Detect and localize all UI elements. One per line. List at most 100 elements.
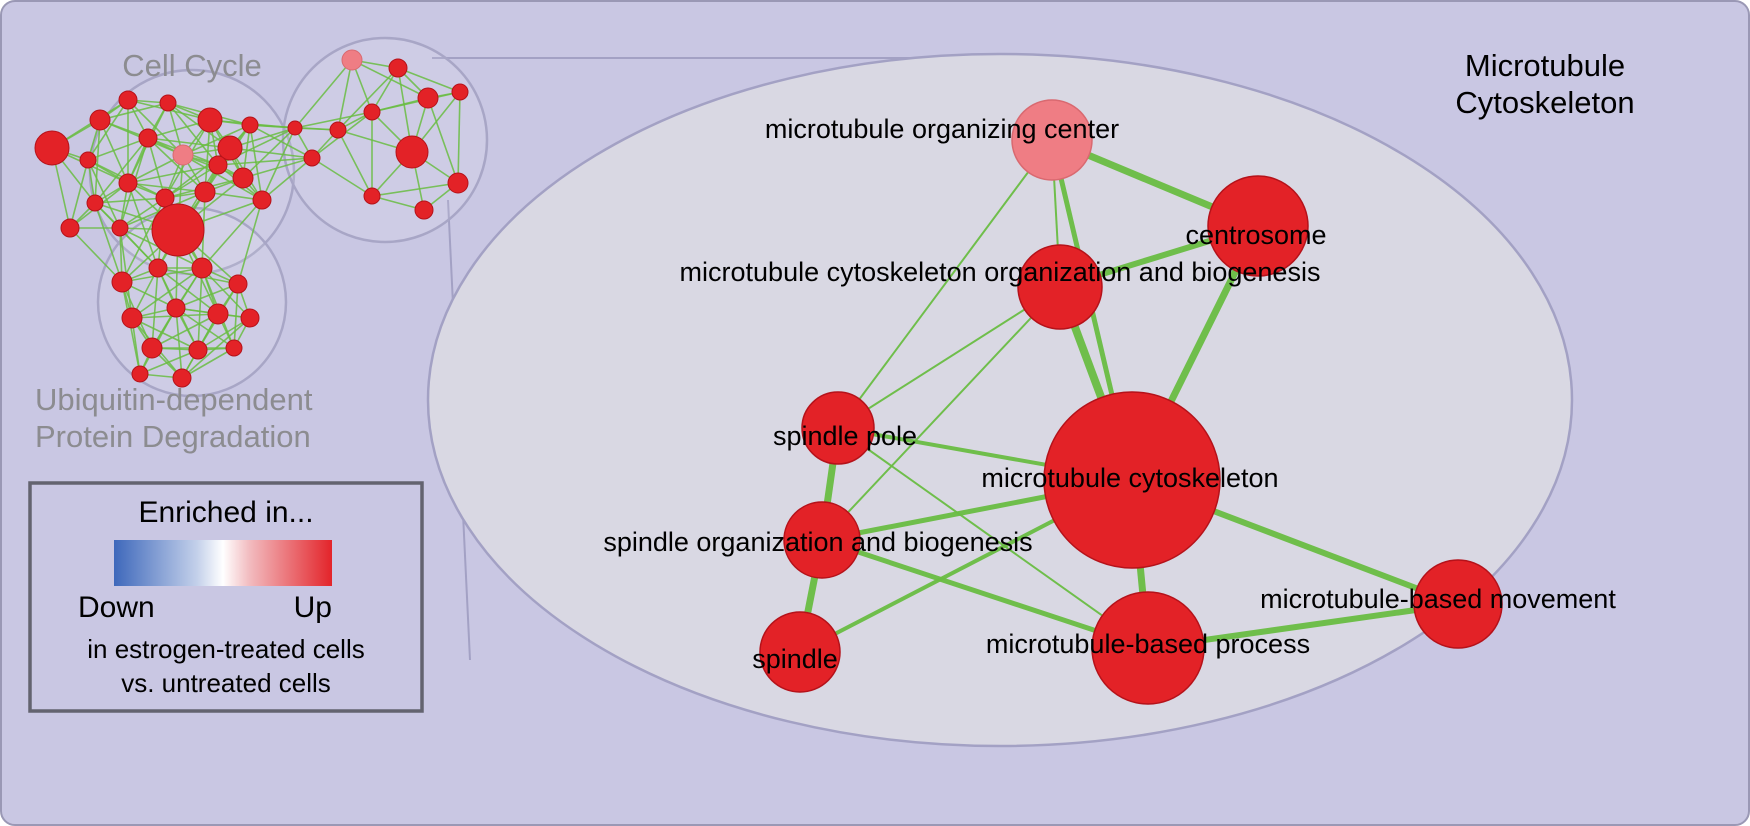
mini-node[interactable]: [363, 103, 381, 121]
ubiquitin-cluster-label-line1: Ubiquitin-dependent: [35, 382, 313, 417]
mini-node[interactable]: [34, 130, 70, 166]
mini-node[interactable]: [388, 58, 408, 78]
mini-edge: [397, 67, 461, 93]
legend-subtitle-line1: in estrogen-treated cells: [87, 634, 364, 664]
mini-edge: [69, 159, 89, 229]
mini-node[interactable]: [118, 90, 138, 110]
mini-node[interactable]: [341, 49, 363, 71]
mini-edge: [351, 59, 429, 99]
mini-node[interactable]: [148, 258, 168, 278]
node-spindle[interactable]: [759, 611, 841, 693]
mini-node[interactable]: [225, 339, 243, 357]
mini-edge: [261, 157, 313, 201]
mini-edge: [201, 199, 263, 269]
node-centrosome[interactable]: [1207, 175, 1309, 277]
mini-node[interactable]: [155, 188, 175, 208]
mini-edge: [151, 267, 159, 349]
legend-down-label: Down: [78, 591, 155, 624]
mini-node[interactable]: [252, 190, 272, 210]
mini-node[interactable]: [138, 128, 158, 148]
node-mt_process[interactable]: [1091, 591, 1205, 705]
mini-edge: [87, 159, 121, 229]
mini-node[interactable]: [241, 116, 259, 134]
mini-node[interactable]: [303, 149, 321, 167]
mini-node[interactable]: [287, 120, 303, 136]
mini-edge: [229, 147, 313, 159]
legend-box: [28, 481, 424, 713]
mini-node[interactable]: [228, 274, 248, 294]
mini-edge: [175, 307, 183, 379]
mini-node[interactable]: [159, 94, 177, 112]
node-mt_cyto[interactable]: [1043, 391, 1221, 569]
legend: Enriched in... Down Up in estrogen-treat…: [28, 481, 424, 713]
mini-node[interactable]: [79, 151, 97, 169]
mini-node[interactable]: [121, 307, 143, 329]
mini-node[interactable]: [417, 87, 439, 109]
mini-node[interactable]: [151, 203, 205, 257]
microtubule-title-line1: Microtubule: [1465, 48, 1625, 83]
node-label-spindle_org: spindle organization and biogenesis: [603, 527, 1032, 557]
mini-node[interactable]: [208, 155, 228, 175]
node-spindle_org[interactable]: [783, 501, 861, 579]
mini-edge: [197, 267, 203, 351]
mini-edge: [147, 137, 206, 193]
mini-edge: [175, 283, 239, 309]
mini-edge: [242, 127, 296, 179]
mini-edge: [131, 317, 199, 351]
main-network-labels: microtubule organizing centercentrosomem…: [603, 114, 1616, 674]
mini-edge: [69, 227, 123, 283]
mini-edge: [127, 164, 219, 184]
mini-node[interactable]: [447, 172, 469, 194]
mini-node[interactable]: [89, 109, 111, 131]
mini-node[interactable]: [111, 271, 133, 293]
mini-node[interactable]: [240, 308, 260, 328]
microtubule-title-line2: Cytoskeleton: [1455, 85, 1634, 120]
mini-node[interactable]: [141, 337, 163, 359]
mini-edge: [237, 199, 263, 285]
mini-node[interactable]: [188, 340, 208, 360]
mini-edge: [201, 267, 251, 319]
mini-node[interactable]: [451, 83, 469, 101]
mini-edge: [311, 157, 373, 197]
mini-edge: [294, 111, 373, 129]
mini-edge: [167, 102, 219, 166]
edge-mt_org-spindle_org: [821, 286, 1061, 541]
node-spindle_pole[interactable]: [801, 391, 875, 465]
mini-node[interactable]: [172, 368, 192, 388]
mini-node[interactable]: [395, 135, 429, 169]
edge-spindle_org-mt_process: [821, 537, 1149, 651]
mini-edge: [217, 157, 313, 166]
mini-edge: [94, 202, 123, 283]
edge-spindle_pole-mt_process: [837, 427, 1149, 649]
mini-edge: [371, 91, 461, 113]
mini-node[interactable]: [191, 257, 213, 279]
mini-node[interactable]: [363, 187, 381, 205]
mini-edge: [337, 67, 399, 131]
mini-node[interactable]: [172, 144, 194, 166]
mini-edge: [87, 99, 129, 161]
mini-node[interactable]: [329, 121, 347, 139]
mini-node[interactable]: [86, 194, 104, 212]
mini-node[interactable]: [207, 303, 229, 325]
mini-node[interactable]: [60, 218, 80, 238]
node-mt_movement[interactable]: [1413, 559, 1503, 649]
mini-node[interactable]: [232, 167, 254, 189]
node-label-spindle: spindle: [752, 644, 838, 674]
node-mt_org[interactable]: [1017, 244, 1103, 330]
mini-node[interactable]: [118, 173, 138, 193]
legend-up-label: Up: [294, 591, 332, 624]
mini-node[interactable]: [166, 298, 186, 318]
mini-node[interactable]: [197, 107, 223, 133]
mini-edge: [182, 154, 263, 201]
mini-node[interactable]: [217, 135, 243, 161]
node-mtoc[interactable]: [1011, 99, 1093, 181]
mini-edge: [249, 124, 313, 159]
mini-node[interactable]: [131, 365, 149, 383]
mini-node[interactable]: [194, 181, 216, 203]
mini-edge: [127, 182, 206, 193]
mini-edge: [164, 164, 219, 199]
mini-node[interactable]: [414, 200, 434, 220]
mini-node[interactable]: [111, 219, 129, 237]
mini-edge: [139, 349, 199, 375]
